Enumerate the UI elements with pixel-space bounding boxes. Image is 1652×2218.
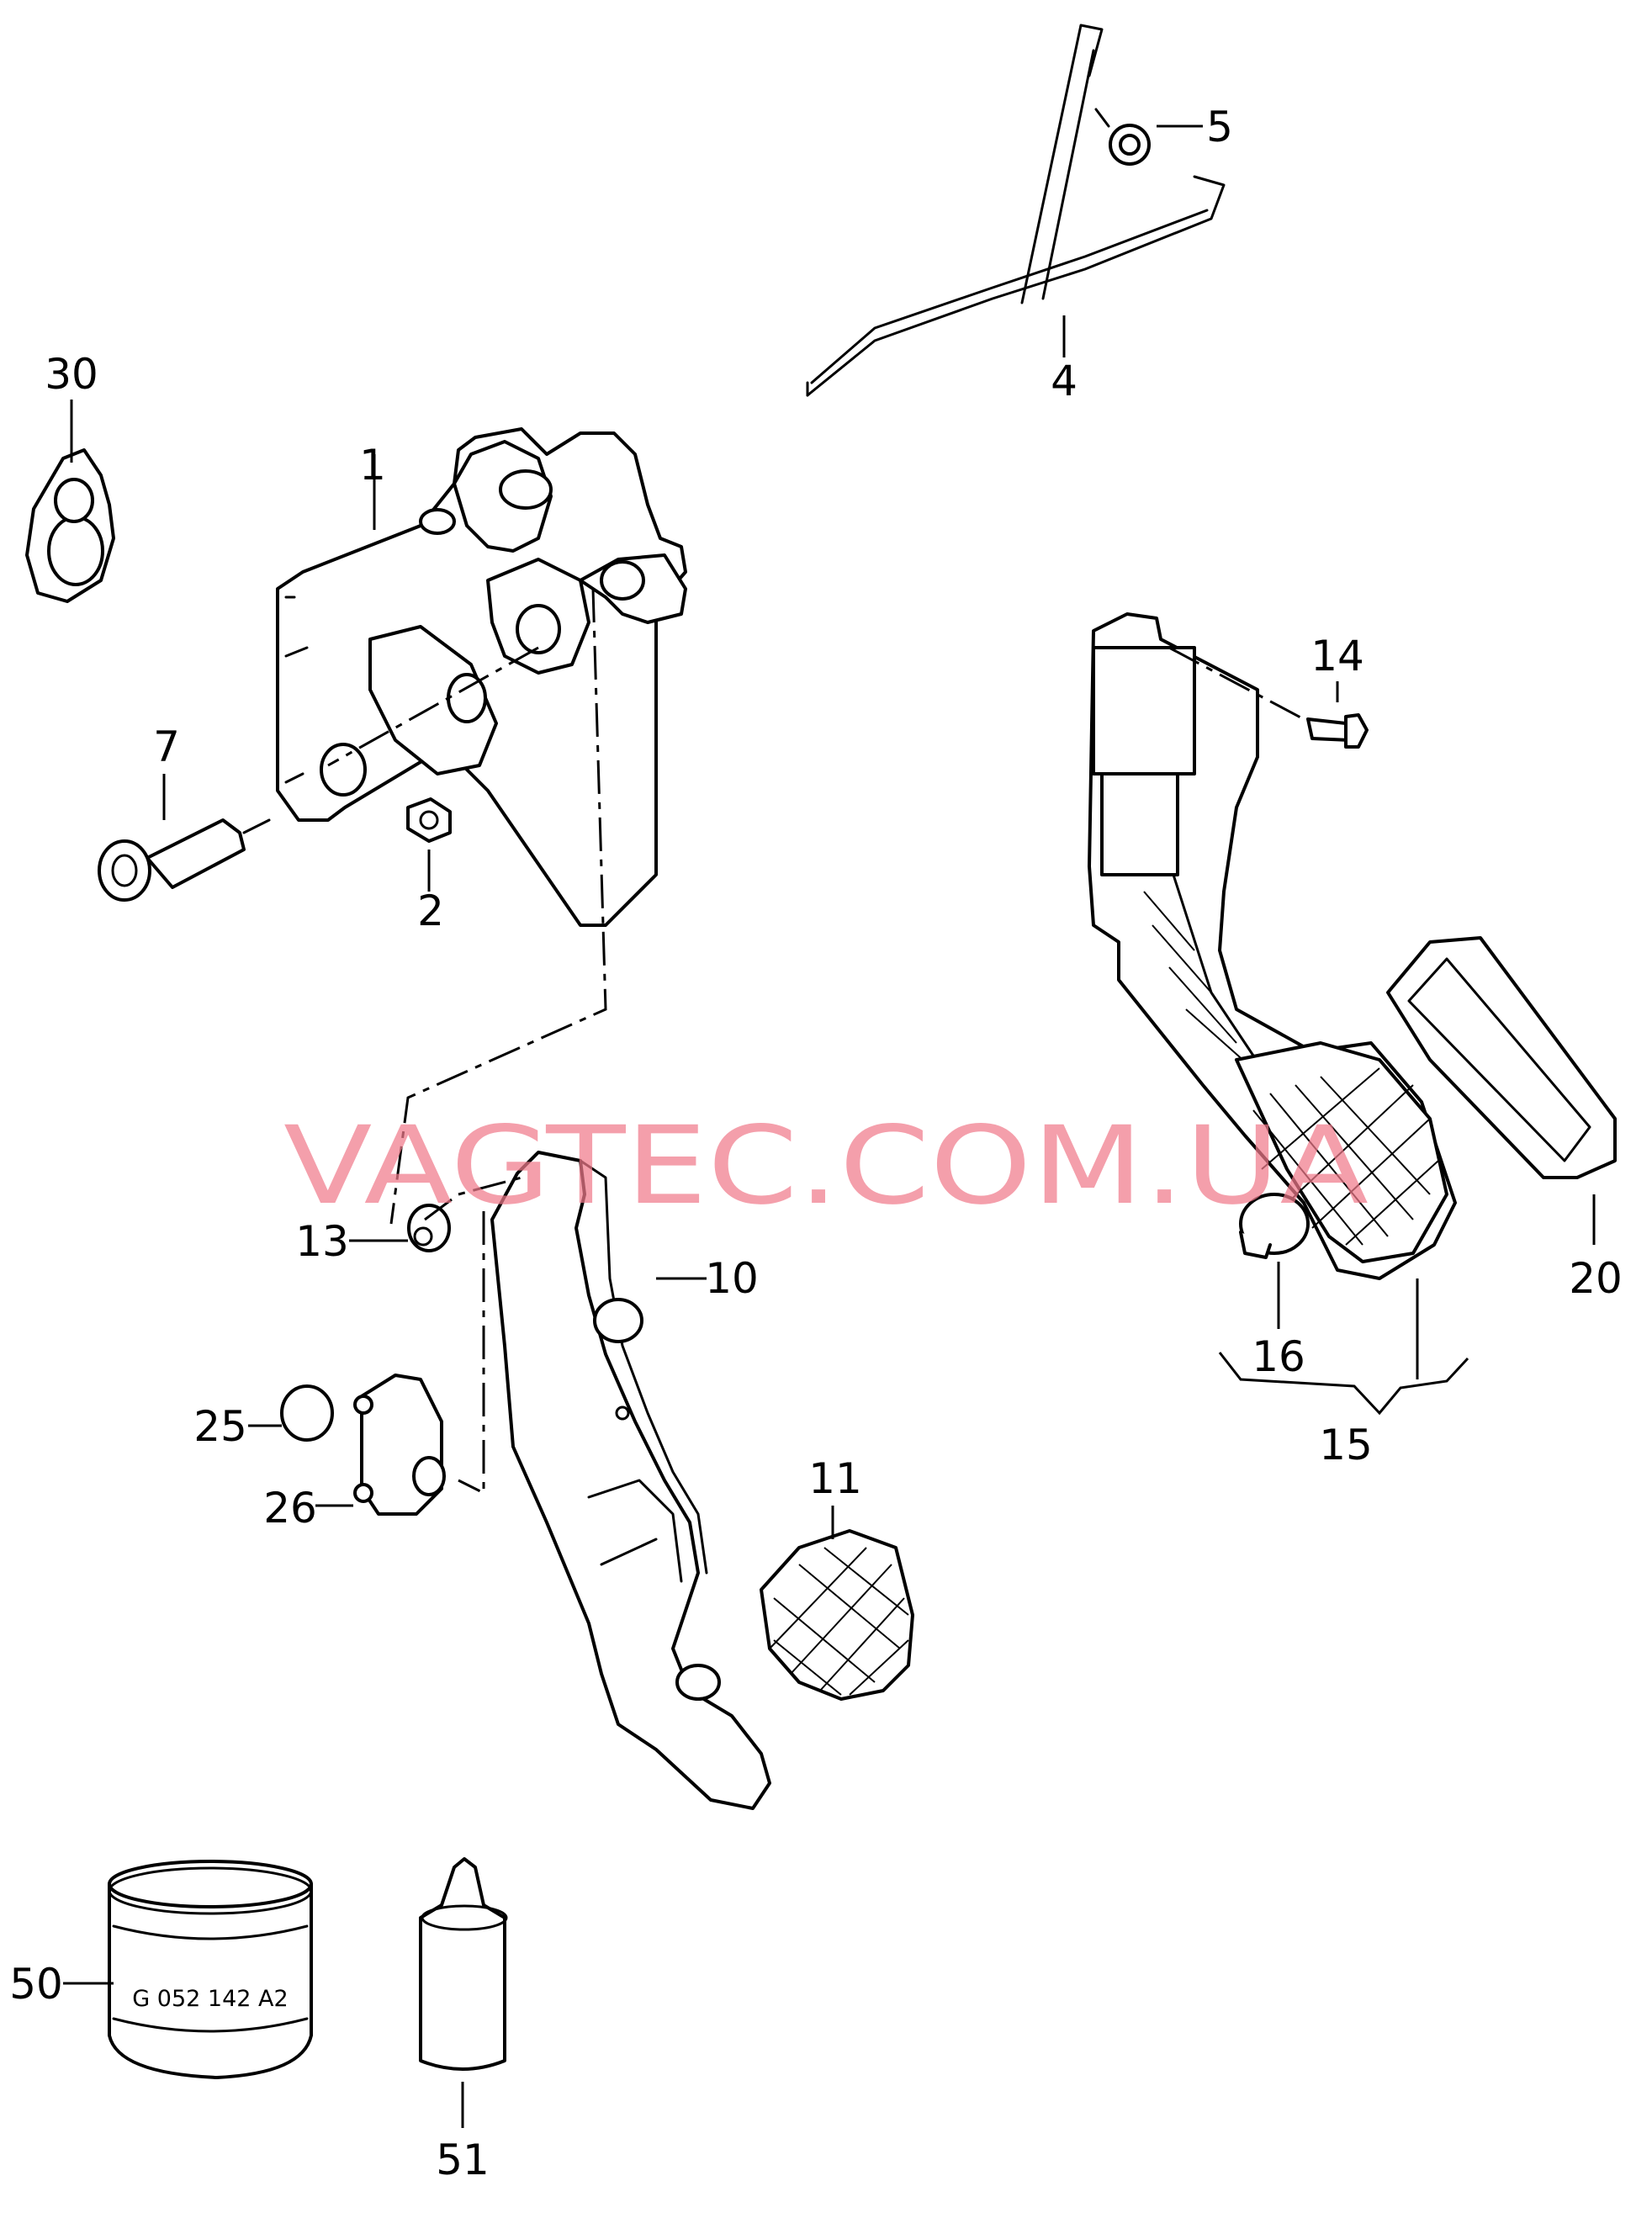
part-51-bottle — [419, 1857, 508, 2071]
can-label: G 052 142 A2 — [132, 1986, 288, 2012]
callout-1: 1 — [359, 441, 386, 490]
callout-5: 5 — [1206, 103, 1233, 151]
part-50-can: G 052 142 A2 — [108, 1860, 313, 2079]
part-10-pedal-arm — [490, 1151, 771, 1810]
part-4-rod — [806, 24, 1226, 397]
part-7-bolt — [98, 818, 271, 902]
callout-11: 11 — [808, 1454, 862, 1503]
callout-26: 26 — [263, 1484, 317, 1532]
part-5-clip — [1094, 108, 1151, 166]
callout-50: 50 — [9, 1960, 63, 2009]
part-2-nut — [406, 797, 452, 843]
callout-30: 30 — [45, 350, 98, 399]
part-30-clip — [25, 448, 115, 603]
part-13-bushing — [407, 1204, 451, 1252]
part-25-oring — [280, 1384, 334, 1442]
callout-25: 25 — [193, 1402, 247, 1451]
callout-7: 7 — [153, 723, 180, 771]
callout-20: 20 — [1569, 1254, 1623, 1303]
assembly-guide-lines — [327, 588, 1305, 1495]
part-1-bracket — [276, 427, 687, 927]
callout-51: 51 — [436, 2136, 490, 2184]
callout-16: 16 — [1252, 1332, 1305, 1381]
part-26-sensor — [353, 1374, 446, 1516]
part-16-buffer — [1239, 1193, 1310, 1259]
callout-13: 13 — [295, 1217, 349, 1266]
leader-lines — [63, 124, 1596, 2128]
part-11-pedal-pad — [760, 1529, 914, 1701]
part-14-bolt — [1306, 713, 1369, 749]
part-20-pad — [1386, 936, 1617, 1179]
callout-labels: 1 2 4 5 7 10 11 13 14 15 16 20 25 26 30 … — [9, 103, 1623, 2184]
callout-14: 14 — [1310, 632, 1364, 680]
callout-15: 15 — [1319, 1421, 1373, 1469]
callout-10: 10 — [705, 1254, 759, 1303]
watermark: VAGTEC.COM.UA — [283, 1104, 1369, 1229]
part-15-accelerator-module — [1088, 612, 1457, 1280]
callout-4: 4 — [1051, 357, 1078, 405]
callout-2: 2 — [417, 887, 444, 935]
